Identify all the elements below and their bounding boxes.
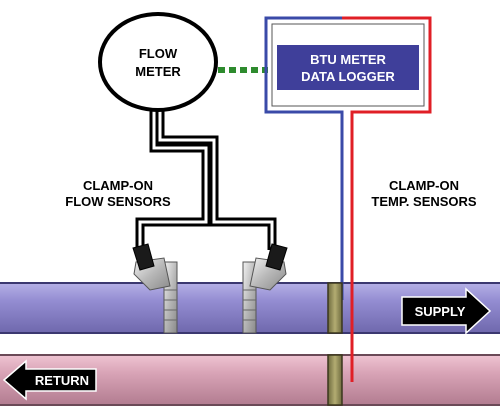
flow-sensors-label-line1: CLAMP-ON bbox=[83, 178, 153, 193]
flow-sensors-label-line2: FLOW SENSORS bbox=[65, 194, 171, 209]
return-temp-wire bbox=[342, 16, 432, 382]
supply-arrow-label: SUPPLY bbox=[415, 304, 466, 319]
flow-meter-label-line2: METER bbox=[135, 64, 181, 79]
supply-arrow: SUPPLY bbox=[401, 287, 492, 335]
supply-temp-wire bbox=[264, 16, 344, 300]
btu-meter-label-line2: DATA LOGGER bbox=[301, 69, 395, 84]
downstream-flow-sensor bbox=[242, 243, 288, 334]
return-temp-sensor-clamp bbox=[327, 354, 343, 406]
flow-sensor-cable bbox=[135, 98, 277, 250]
return-arrow: RETURN bbox=[2, 359, 97, 401]
btu-meter-data-logger: BTU METER DATA LOGGER bbox=[271, 23, 425, 107]
return-arrow-label: RETURN bbox=[35, 373, 89, 388]
upstream-flow-sensor bbox=[132, 243, 178, 334]
temp-sensors-label-line1: CLAMP-ON bbox=[389, 178, 459, 193]
supply-temp-sensor-clamp bbox=[327, 282, 343, 334]
btu-meter-label-line1: BTU METER bbox=[310, 52, 386, 67]
temp-sensor-wires bbox=[264, 16, 432, 382]
flow-meter: FLOW METER bbox=[98, 12, 218, 112]
temp-sensors-label-line2: TEMP. SENSORS bbox=[371, 194, 477, 209]
flow-meter-label-line1: FLOW bbox=[139, 46, 178, 61]
